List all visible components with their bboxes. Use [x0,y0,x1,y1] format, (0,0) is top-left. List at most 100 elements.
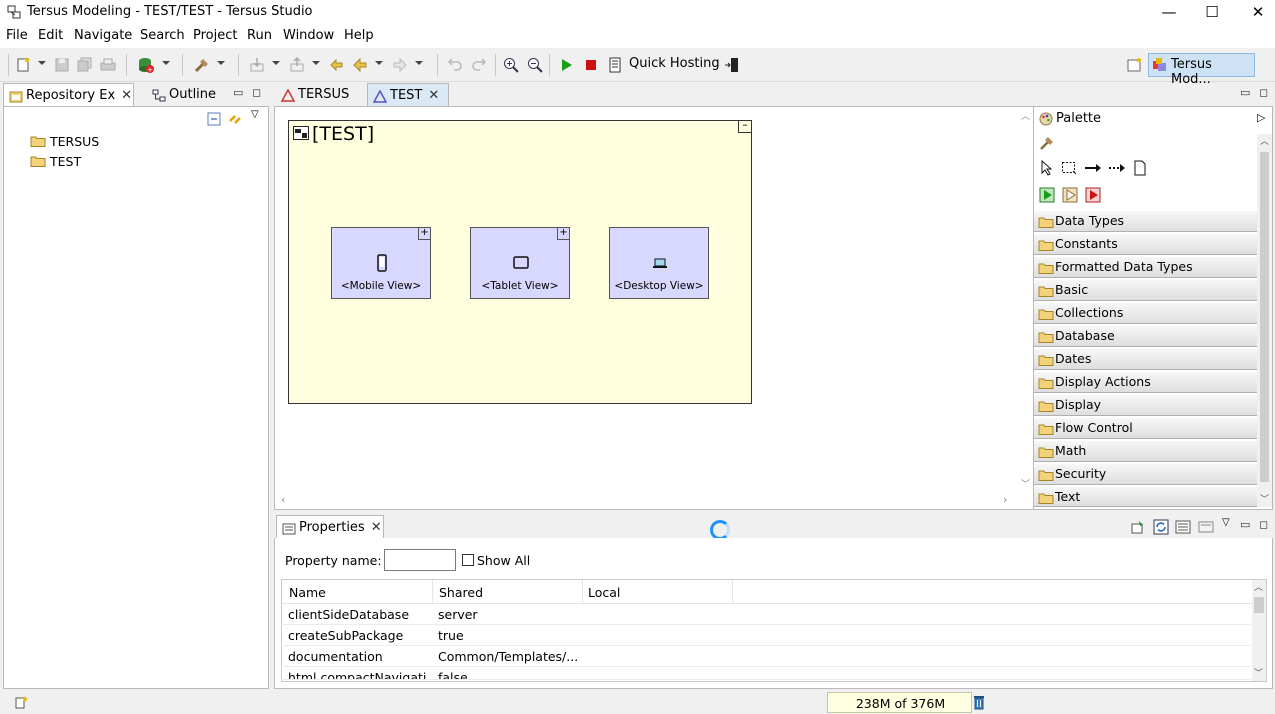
flow-tool-icon[interactable] [1084,160,1102,176]
diagram-test[interactable]: [TEST] – + <Mobile View> + <Tablet View>… [288,119,752,404]
tab-test[interactable]: TEST✕ [367,83,449,107]
garbage-collect-icon[interactable] [972,694,986,710]
new-icon[interactable] [15,56,33,74]
expand-icon[interactable]: + [418,228,430,240]
open-perspective-icon[interactable] [1126,56,1144,74]
palette-category-display-actions[interactable]: Display Actions [1034,372,1257,393]
table-row[interactable]: documentation Common/Templates/... [281,646,1251,667]
show-all-checkbox[interactable] [462,554,474,566]
expand-icon[interactable]: + [557,228,569,240]
palette-category-constants[interactable]: Constants [1034,234,1257,255]
table-row[interactable]: createSubPackage true [281,625,1251,646]
save-all-icon[interactable] [76,56,94,74]
close-tab-icon[interactable]: ✕ [370,520,382,535]
menu-run[interactable]: Run [247,28,272,43]
tree-item-tersus[interactable]: TERSUS [30,134,99,149]
tab-properties[interactable]: Properties✕ [276,515,384,539]
dashed-flow-tool-icon[interactable] [1108,160,1126,176]
tab-tersus[interactable]: TERSUS [276,83,364,107]
back-history-icon[interactable] [327,56,345,74]
properties-scroll-thumb[interactable] [1254,597,1264,613]
column-header-name[interactable]: Name [289,585,326,600]
palette-category-formatted-data-types[interactable]: Formatted Data Types [1034,257,1257,278]
view-menu-icon[interactable]: ▽ [251,109,259,120]
palette-scrollbar[interactable]: ︿ ﹀ [1257,134,1272,507]
maximize-editor-icon[interactable]: ◻ [1259,86,1269,99]
palette-category-basic[interactable]: Basic [1034,280,1257,301]
column-header-shared[interactable]: Shared [439,585,484,600]
menu-search[interactable]: Search [140,28,185,43]
fast-view-icon[interactable] [14,695,30,709]
add-database-icon[interactable]: + [137,56,155,74]
quick-hosting-icon[interactable] [606,56,624,74]
stop-icon[interactable] [582,56,600,74]
palette-category-data-types[interactable]: Data Types [1034,211,1257,232]
canvas-vertical-scrollbar[interactable]: ︿ ﹀ [1021,112,1031,490]
tab-outline[interactable]: Outline [147,83,227,107]
menu-navigate[interactable]: Navigate [74,28,133,43]
palette-category-display[interactable]: Display [1034,395,1257,416]
minimize-button[interactable]: — [1161,3,1177,21]
menu-project[interactable]: Project [193,28,238,43]
print-icon[interactable] [99,56,117,74]
error-exit-icon[interactable] [1085,187,1101,203]
export-icon[interactable] [288,56,306,74]
save-icon[interactable] [53,56,71,74]
collapse-diagram-button[interactable]: – [738,119,751,133]
forward-icon[interactable] [391,56,409,74]
palette-collapse-icon[interactable]: ▷ [1257,111,1266,124]
trigger-icon[interactable] [1039,187,1055,203]
palette-category-security[interactable]: Security [1034,464,1257,485]
properties-scrollbar[interactable]: ︿ ﹀ [1252,580,1266,681]
minimize-editor-icon[interactable]: ▭ [1240,86,1251,99]
quick-hosting-button[interactable]: Quick Hosting [629,56,720,71]
maximize-button[interactable]: ☐ [1205,3,1219,21]
palette-category-database[interactable]: Database [1034,326,1257,347]
menu-edit[interactable]: Edit [38,28,64,43]
device-icon[interactable] [723,56,741,74]
canvas-horizontal-scrollbar[interactable]: ‹ › [281,493,1008,506]
categories-icon[interactable] [1175,519,1191,535]
palette-category-flow-control[interactable]: Flow Control [1034,418,1257,439]
back-icon[interactable] [351,56,369,74]
run-icon[interactable] [557,56,575,74]
exit-icon[interactable] [1062,187,1078,203]
view-menu-icon[interactable]: ▽ [1222,517,1230,528]
tablet-view-element[interactable]: + <Tablet View> [470,227,570,299]
import-icon[interactable] [248,56,266,74]
marquee-tool-icon[interactable] [1061,160,1077,176]
link-editor-icon[interactable] [227,111,243,127]
close-tab-icon[interactable]: ✕ [428,88,440,103]
property-name-input[interactable] [384,549,456,571]
tools-icon[interactable] [193,56,211,74]
tree-item-test[interactable]: TEST [30,154,81,169]
palette-category-math[interactable]: Math [1034,441,1257,462]
undo-icon[interactable] [446,56,464,74]
column-header-local[interactable]: Local [588,585,621,600]
tersus-perspective-button[interactable]: Tersus Mod... [1148,53,1255,87]
maximize-properties-icon[interactable]: ◻ [1259,518,1269,531]
maximize-view-icon[interactable]: ◻ [252,86,262,99]
select-tool-icon[interactable] [1040,159,1054,176]
palette-tools-icon[interactable] [1039,135,1055,151]
refresh-icon[interactable] [1152,518,1170,536]
close-tab-icon[interactable]: ✕ [121,88,133,103]
tab-repository-explorer[interactable]: Repository Ex✕ [3,83,134,107]
palette-category-collections[interactable]: Collections [1034,303,1257,324]
pin-icon[interactable] [1130,519,1146,535]
note-tool-icon[interactable] [1133,160,1147,176]
menu-help[interactable]: Help [344,28,374,43]
table-row[interactable]: html.compactNavigati false [281,667,1251,680]
collapse-all-icon[interactable] [207,112,221,126]
advanced-icon[interactable] [1198,519,1214,535]
palette-scroll-thumb[interactable] [1260,152,1269,482]
mobile-view-element[interactable]: + <Mobile View> [331,227,431,299]
menu-window[interactable]: Window [283,28,335,43]
minimize-view-icon[interactable]: ▭ [233,86,244,99]
palette-category-text[interactable]: Text [1034,487,1257,507]
desktop-view-element[interactable]: <Desktop View> [609,227,709,299]
heap-status[interactable]: 238M of 376M [827,692,972,713]
zoom-in-icon[interactable] [502,56,520,74]
minimize-properties-icon[interactable]: ▭ [1240,518,1251,531]
menu-file[interactable]: File [6,28,28,43]
